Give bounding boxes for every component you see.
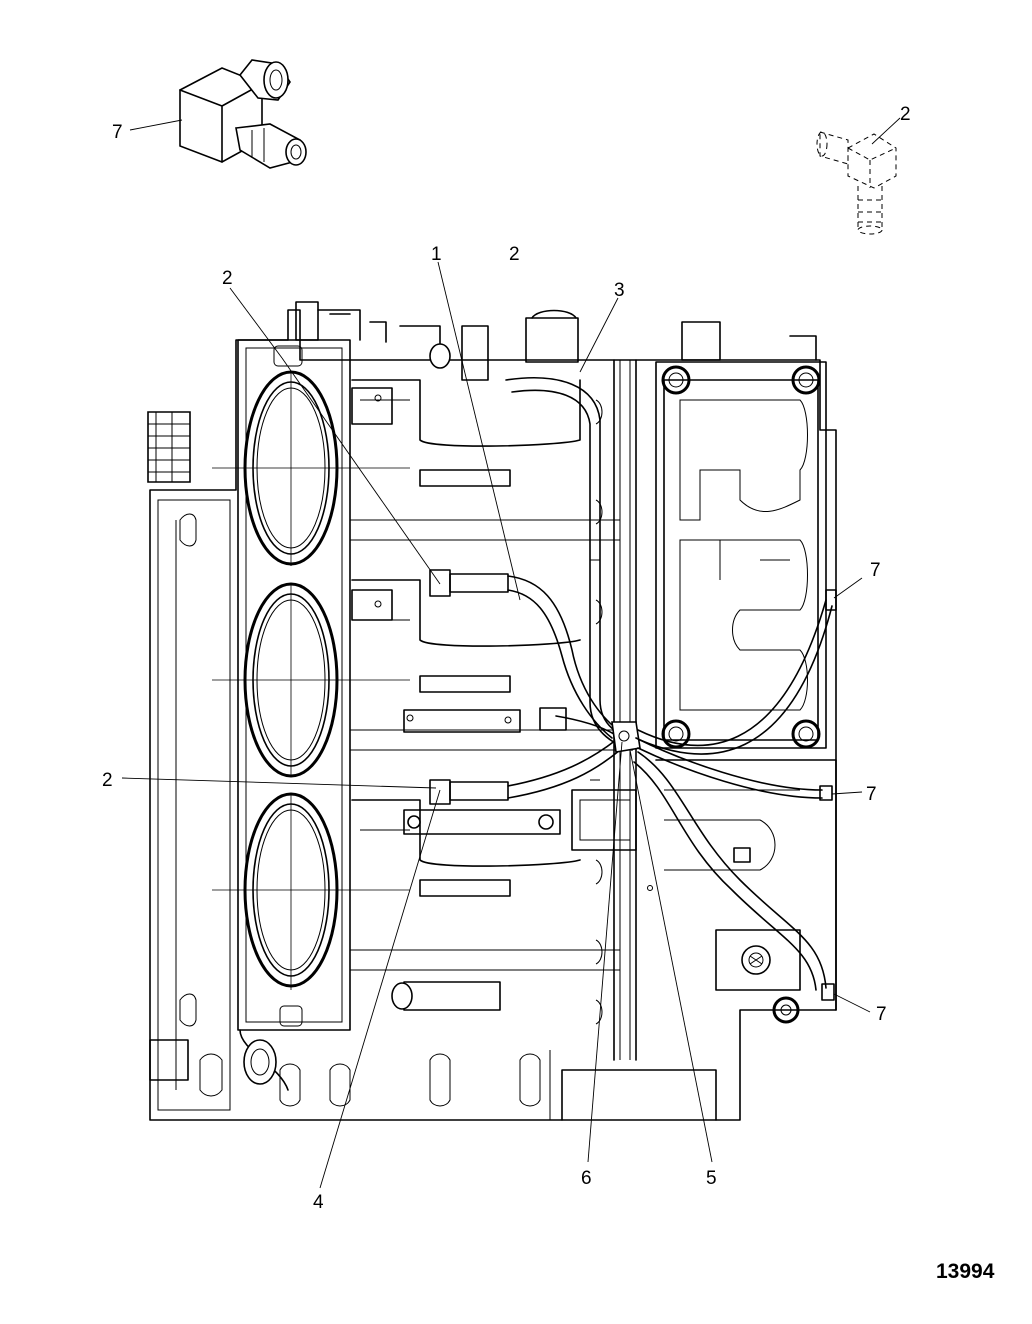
figure-number: 13994 [936, 1260, 995, 1283]
callout-4: 4 [313, 1192, 324, 1213]
elbow-fitting-top-right [816, 131, 897, 235]
callout-7-a: 7 [870, 560, 881, 581]
callout-6: 6 [581, 1168, 592, 1189]
callout-fitting-top-left: 7 [112, 122, 123, 143]
callout-7-c: 7 [876, 1004, 887, 1025]
bleed-hoses [505, 377, 833, 991]
callout-fitting-top-right: 2 [900, 104, 911, 125]
elbow-fitting-top-left [179, 59, 307, 169]
o-rings [661, 365, 821, 749]
callout-5: 5 [706, 1168, 717, 1189]
callout-1: 1 [431, 244, 442, 265]
callout-3: 3 [614, 280, 625, 301]
cylinder-bores [212, 370, 410, 990]
leader-lines [121, 117, 901, 1189]
callout-2-top: 2 [509, 244, 520, 265]
callout-labels: 7 2 1 2 2 3 7 2 7 7 4 6 5 [102, 104, 911, 1213]
engine-block [147, 301, 837, 1121]
callout-2-left-mid: 2 [102, 770, 113, 791]
callout-7-b: 7 [866, 784, 877, 805]
callout-2-left-top: 2 [222, 268, 233, 289]
